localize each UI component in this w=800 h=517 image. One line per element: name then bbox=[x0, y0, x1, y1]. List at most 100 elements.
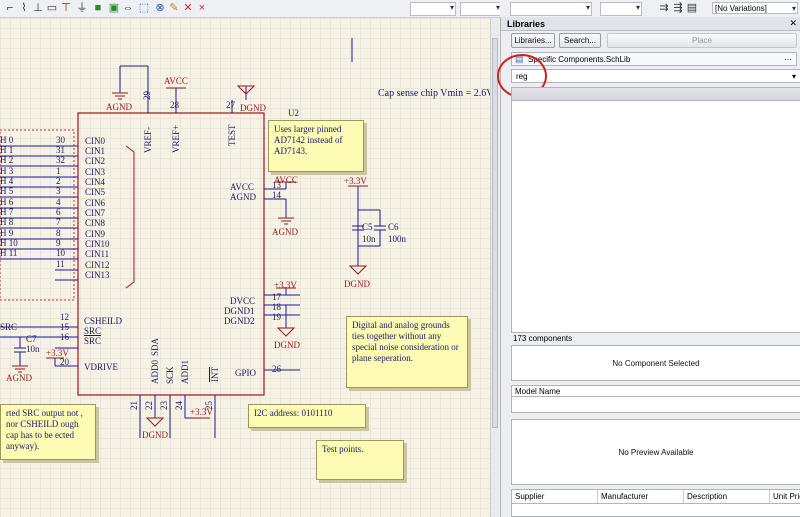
avcc-top-label: AVCC bbox=[164, 76, 188, 86]
toolbar-combo-4[interactable]: ▾ bbox=[600, 2, 642, 16]
libraries-button[interactable]: Libraries... bbox=[511, 33, 555, 48]
cin-net-label: H 11 bbox=[0, 248, 17, 258]
description-col[interactable]: Description bbox=[684, 490, 770, 503]
cin-pin-number: 10 bbox=[56, 248, 65, 258]
libraries-panel-title: Libraries bbox=[501, 17, 800, 31]
v33-label-d: +3.3V bbox=[190, 407, 213, 417]
dgnd1-label: DGND1 bbox=[224, 306, 255, 316]
no-erc-icon[interactable]: ✕ bbox=[182, 2, 194, 14]
test-label: TEST bbox=[227, 125, 237, 147]
cin-pin-number: 31 bbox=[56, 145, 65, 155]
harness-icon[interactable]: ⬚ bbox=[138, 2, 150, 14]
cin-pin-name: CIN4 bbox=[85, 177, 105, 187]
cin-net-label: H 5 bbox=[0, 186, 13, 196]
src-bar-label: SRC bbox=[84, 336, 101, 346]
libraries-panel: Libraries ✕ Libraries... Search... Place… bbox=[500, 17, 800, 517]
bus-icon[interactable]: ⌇ bbox=[18, 2, 30, 14]
part-icon[interactable]: ■ bbox=[92, 2, 104, 14]
cin-pin-name: CIN12 bbox=[85, 260, 110, 270]
pin-22: 22 bbox=[144, 401, 154, 410]
dgnd-top-label: DGND bbox=[240, 103, 266, 113]
cin-pin-name: CIN9 bbox=[85, 229, 105, 239]
agnd-label-c: AGND bbox=[6, 373, 32, 383]
component-count: 173 components bbox=[513, 334, 572, 343]
unit-price-col[interactable]: Unit Price bbox=[770, 490, 800, 503]
avcc-pin-label: AVCC bbox=[230, 182, 254, 192]
toolbar-right: ▾ ▾ ⇉ ⇶ ▤ [No Variations]▾ bbox=[500, 0, 800, 18]
pin-17: 17 bbox=[272, 292, 281, 302]
cin-pin-number: 1 bbox=[56, 166, 61, 176]
library-select[interactable]: ▤ Specific Components.SchLib ⋯ bbox=[511, 52, 797, 66]
pin-24: 24 bbox=[174, 401, 184, 410]
directive-icon[interactable]: ⊗ bbox=[154, 2, 166, 14]
note-test-points[interactable]: Test points. bbox=[316, 440, 404, 480]
port-icon[interactable]: ▭ bbox=[46, 2, 58, 14]
variant-combo[interactable]: [No Variations]▾ bbox=[712, 2, 798, 14]
panel-close-icon[interactable]: ✕ bbox=[789, 18, 797, 29]
more-icon: ⋯ bbox=[784, 53, 792, 66]
dgnd-caps-label: DGND bbox=[344, 279, 370, 289]
dvcc-label: DVCC bbox=[230, 296, 255, 306]
sda-label: SDA bbox=[150, 338, 160, 356]
gpio-label: GPIO bbox=[235, 368, 256, 378]
cin-net-label: H 9 bbox=[0, 228, 13, 238]
cin-pin-name: CIN0 bbox=[85, 136, 105, 146]
canvas-vertical-scrollbar[interactable] bbox=[490, 18, 499, 517]
distribute-icon[interactable]: ⇶ bbox=[672, 2, 684, 14]
component-list-header[interactable] bbox=[512, 88, 800, 101]
cin-pin-number: 7 bbox=[56, 217, 61, 227]
place-button[interactable]: Place bbox=[607, 33, 797, 48]
sheet-entry-icon[interactable]: ⇔ bbox=[122, 2, 134, 14]
library-select-value: Specific Components.SchLib bbox=[528, 55, 630, 64]
toolbar-combo-3[interactable]: ▾ bbox=[510, 2, 592, 16]
v33-label-b: +3.3V bbox=[274, 280, 297, 290]
note-i2c-address[interactable]: I2C address: 0101110 bbox=[248, 404, 366, 428]
variant-icon[interactable]: ▤ bbox=[686, 2, 698, 14]
power-port-icon[interactable]: ⊤ bbox=[60, 2, 72, 14]
ground-icon[interactable]: ⏚ bbox=[76, 2, 88, 14]
toolbar-combo-2[interactable]: ▾ bbox=[460, 2, 502, 16]
cin-pin-number: 3 bbox=[56, 186, 61, 196]
c5-label: C5 bbox=[362, 222, 373, 232]
avcc-rail-label: AVCC bbox=[274, 175, 298, 185]
model-list[interactable]: Model Name bbox=[511, 385, 800, 413]
schematic-toolbar: ⌐ ⌇ ⊥ ▭ ⊤ ⏚ ■ ▣ ⇔ ⬚ ⊗ ✎ ✕ × ▾ ▾ bbox=[0, 0, 500, 18]
supplier-col[interactable]: Supplier bbox=[512, 490, 598, 503]
sheet-icon[interactable]: ▣ bbox=[108, 2, 120, 14]
manufacturer-col[interactable]: Manufacturer bbox=[598, 490, 684, 503]
model-name-header[interactable]: Model Name bbox=[512, 386, 800, 397]
component-list[interactable] bbox=[511, 87, 800, 333]
pencil-icon[interactable]: ✎ bbox=[168, 2, 180, 14]
cin-net-label: H 7 bbox=[0, 207, 13, 217]
scrollbar-thumb[interactable] bbox=[492, 38, 498, 428]
component-filter-input[interactable]: reg ▾ bbox=[511, 69, 800, 83]
c6-value: 100n bbox=[388, 234, 406, 244]
note-larger-pinned[interactable]: Uses larger pinned AD7142 instead of AD7… bbox=[268, 120, 364, 172]
preview-area: No Preview Available bbox=[511, 419, 800, 485]
cin-net-label: H 3 bbox=[0, 166, 13, 176]
filter-dropdown-icon[interactable]: ▾ bbox=[792, 70, 796, 83]
note-src-output[interactable]: rted SRC output not , nor CSHEILD ough c… bbox=[0, 404, 96, 460]
cross-icon[interactable]: × bbox=[196, 2, 208, 14]
pin-19: 19 bbox=[272, 312, 281, 322]
supplier-table[interactable]: Supplier Manufacturer Description Unit P… bbox=[511, 489, 800, 517]
vref-minus-label: VREF- bbox=[143, 127, 153, 153]
pin-20: 20 bbox=[60, 357, 69, 367]
note-grounds[interactable]: Digital and analog grounds ties together… bbox=[346, 316, 468, 388]
cin-pin-number: 30 bbox=[56, 135, 65, 145]
net-label-icon[interactable]: ⊥ bbox=[32, 2, 44, 14]
toolbar-combo-1[interactable]: ▾ bbox=[410, 2, 456, 16]
cin-pin-number: 4 bbox=[56, 197, 61, 207]
cin-pin-number: 8 bbox=[56, 228, 61, 238]
align-icon[interactable]: ⇉ bbox=[658, 2, 670, 14]
pin-27: 27 bbox=[226, 100, 235, 110]
schematic-canvas[interactable]: AGND AVCC DGND Cap sense chip Vmin = 2.6… bbox=[0, 18, 490, 517]
cshield-label: CSHEILD bbox=[84, 316, 122, 326]
cin-pin-name: CIN8 bbox=[85, 218, 105, 228]
cin-pin-name: CIN11 bbox=[85, 249, 109, 259]
search-button[interactable]: Search... bbox=[559, 33, 601, 48]
v33-label-c: +3.3V bbox=[46, 348, 69, 358]
wire-icon[interactable]: ⌐ bbox=[4, 2, 16, 14]
dgnd-label-c: DGND bbox=[142, 430, 168, 440]
cin-net-label: H 4 bbox=[0, 176, 13, 186]
